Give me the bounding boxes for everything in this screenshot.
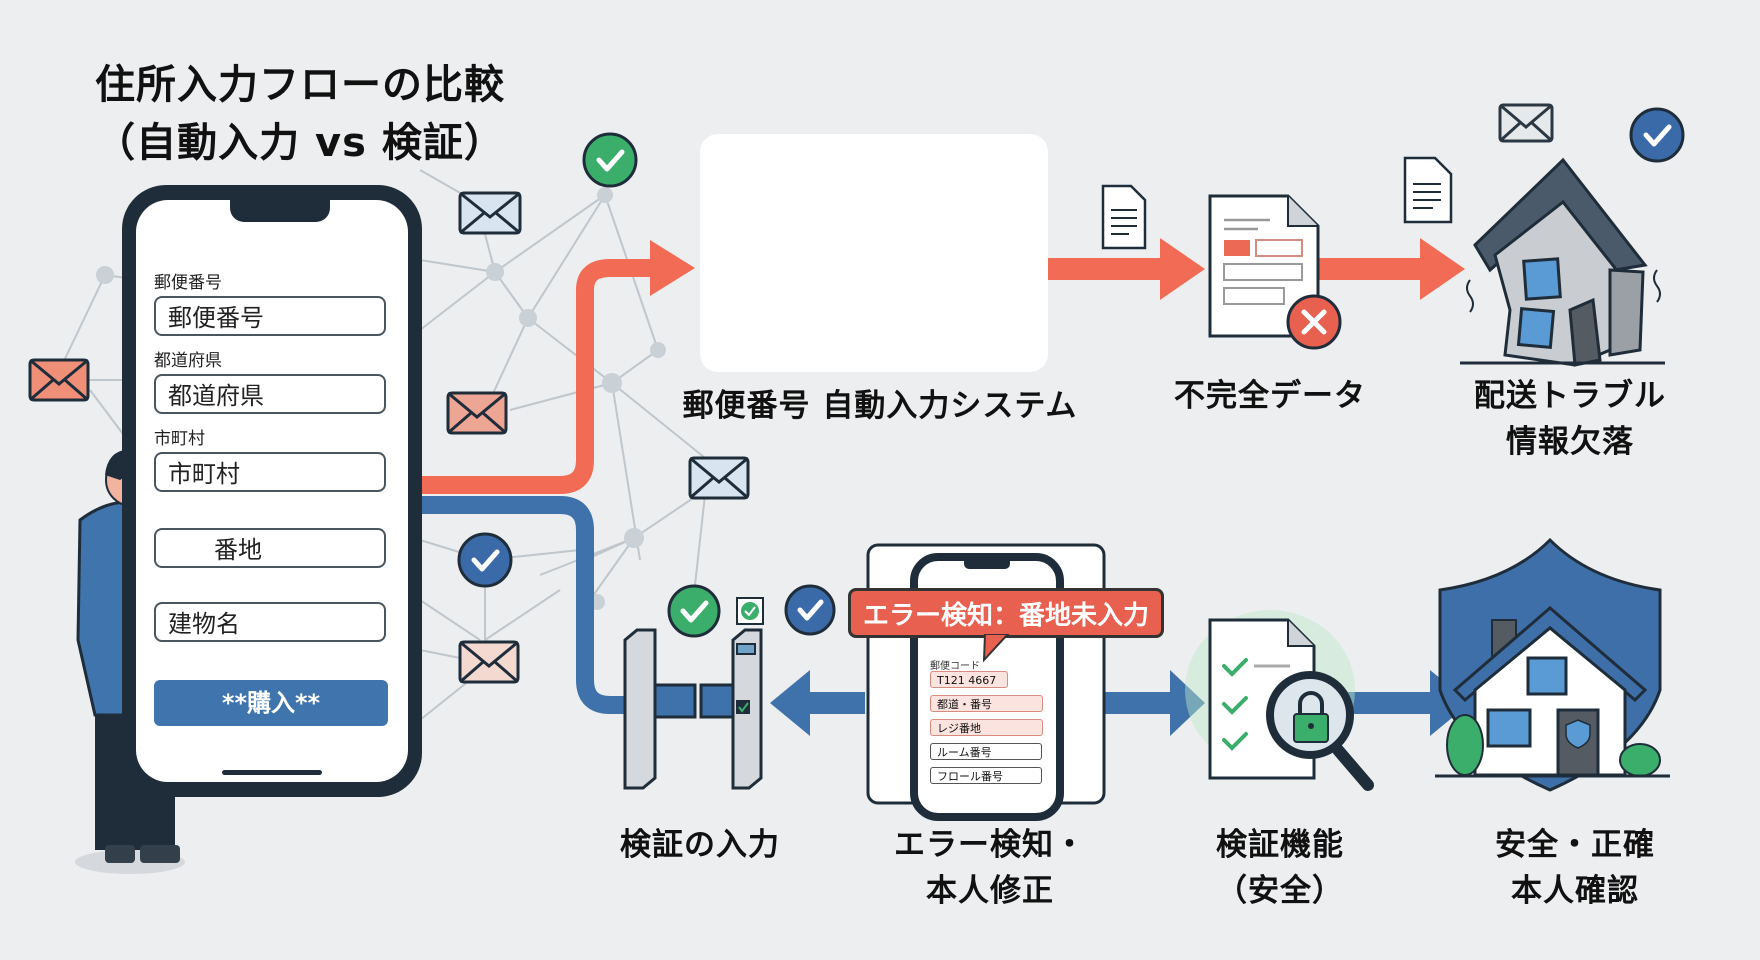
label-line: 本人修正 xyxy=(926,873,1054,909)
envelope-icon xyxy=(28,358,90,402)
shielded-house-icon xyxy=(1435,537,1670,792)
mini-form-field[interactable]: フロール番号 xyxy=(930,767,1042,784)
field-label-postal-code: 郵便番号 xyxy=(154,273,222,293)
check-blue-icon xyxy=(784,584,836,636)
label-line: 本人確認 xyxy=(1511,873,1639,909)
arrow-back-to-gate xyxy=(770,670,865,736)
phone-notch xyxy=(230,200,330,222)
autofill-arrowhead xyxy=(650,240,695,296)
field-label-prefecture: 都道府県 xyxy=(154,351,222,371)
purchase-button[interactable]: **購入** xyxy=(154,680,388,726)
building-name-field[interactable]: 建物名 xyxy=(154,602,386,642)
callout-tail xyxy=(982,634,1010,663)
title-line-2: （自動入力 vs 検証） xyxy=(95,120,505,166)
mini-form-field[interactable]: 都道・番号 xyxy=(930,695,1043,712)
turnstile-gate-icon xyxy=(623,597,764,790)
envelope-icon xyxy=(446,391,508,435)
label-verified-input: 検証の入力 xyxy=(620,827,780,863)
envelope-icon xyxy=(688,456,750,500)
check-green-icon xyxy=(667,584,721,638)
label-line: 情報欠落 xyxy=(1506,424,1634,460)
check-green-icon xyxy=(582,132,638,188)
city-field[interactable]: 市町村 xyxy=(154,452,386,492)
autofill-system-card xyxy=(700,134,1048,372)
checklist-lock-icon xyxy=(1185,610,1374,791)
document-error-icon xyxy=(1208,194,1342,350)
label-line: 安全・正確 xyxy=(1495,827,1655,863)
page-title: 住所入力フローの比較 （自動入力 vs 検証） xyxy=(70,56,530,172)
mini-form-field[interactable]: T121 4667 xyxy=(930,671,1008,688)
label-line: エラー検知・ xyxy=(894,827,1086,863)
envelope-icon xyxy=(1498,103,1554,143)
street-address-field[interactable]: 番地 xyxy=(154,528,386,568)
envelope-icon xyxy=(458,640,520,684)
arrow-to-verification xyxy=(1105,670,1205,736)
document-icon xyxy=(1403,156,1453,224)
network-nodes xyxy=(96,187,666,610)
label-incomplete-data: 不完全データ xyxy=(1174,378,1366,414)
check-blue-icon xyxy=(1629,107,1685,163)
field-label-city: 市町村 xyxy=(154,429,205,449)
label-autofill-system: 郵便番号 自動入力システム xyxy=(682,388,1078,424)
postal-code-field[interactable]: 郵便番号 xyxy=(154,296,386,336)
envelope-icon xyxy=(458,191,522,235)
label-delivery-trouble: 配送トラブル 情報欠落 xyxy=(1440,373,1700,465)
verify-path-arrow xyxy=(420,496,640,714)
label-line: 配送トラブル xyxy=(1474,378,1666,414)
check-blue-icon xyxy=(457,532,513,588)
document-icon xyxy=(1101,184,1147,250)
prefecture-field[interactable]: 都道府県 xyxy=(154,374,386,414)
label-verification-function: 検証機能 （安全） xyxy=(1180,822,1380,914)
label-error-detection: エラー検知・ 本人修正 xyxy=(870,822,1110,914)
label-line: （安全） xyxy=(1216,873,1344,909)
phone-home-bar xyxy=(222,770,322,775)
mini-form-label: 郵便コード xyxy=(930,661,980,672)
autofill-path-arrow xyxy=(420,259,660,494)
damaged-house-icon xyxy=(1460,157,1665,367)
label-safe-accurate: 安全・正確 本人確認 xyxy=(1455,822,1695,914)
label-line: 検証機能 xyxy=(1216,827,1344,863)
mini-form-field[interactable]: レジ番地 xyxy=(930,719,1043,736)
error-callout: エラー検知：番地未入力 xyxy=(848,588,1164,638)
arrow-to-delivery-trouble xyxy=(1318,238,1465,300)
arrow-to-incomplete xyxy=(1048,238,1205,300)
title-line-1: 住所入力フローの比較 xyxy=(95,62,505,108)
mini-form-field[interactable]: ルーム番号 xyxy=(930,743,1042,760)
